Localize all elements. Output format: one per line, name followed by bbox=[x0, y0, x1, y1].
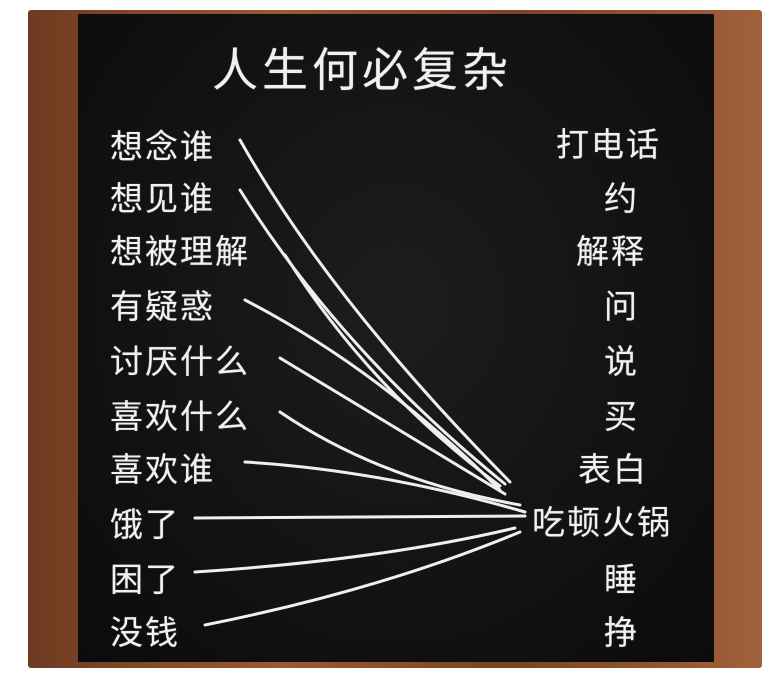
connector-line-5 bbox=[278, 356, 507, 496]
left-item-9: 困了 bbox=[110, 560, 180, 599]
connector-line-4 bbox=[243, 298, 502, 492]
right-item-9: 睡 bbox=[604, 560, 639, 599]
left-item-3: 想被理解 bbox=[110, 232, 250, 271]
left-item-4: 有疑惑 bbox=[110, 287, 215, 326]
connector-line-9 bbox=[193, 526, 517, 574]
right-item-5: 说 bbox=[604, 342, 639, 381]
left-item-7: 喜欢谁 bbox=[110, 450, 215, 489]
left-item-2: 想见谁 bbox=[110, 179, 215, 218]
connector-line-10 bbox=[203, 530, 522, 627]
left-item-10: 没钱 bbox=[110, 613, 180, 652]
connector-line-7 bbox=[243, 460, 527, 514]
connector-line-8 bbox=[193, 514, 527, 520]
left-item-8: 饿了 bbox=[110, 505, 180, 544]
page-title: 人生何必复杂 bbox=[212, 43, 512, 97]
right-item-8: 吃顿火锅 bbox=[532, 503, 672, 542]
right-item-7: 表白 bbox=[578, 450, 648, 489]
right-item-1: 打电话 bbox=[556, 125, 661, 164]
left-item-1: 想念谁 bbox=[110, 127, 215, 166]
connector-line-3 bbox=[283, 253, 502, 488]
right-item-10: 挣 bbox=[604, 613, 639, 652]
right-item-2: 约 bbox=[604, 179, 639, 218]
connector-line-1 bbox=[238, 138, 512, 484]
right-item-3: 解释 bbox=[576, 232, 646, 271]
connector-line-6 bbox=[278, 410, 522, 507]
right-item-4: 问 bbox=[604, 287, 639, 326]
right-item-6: 买 bbox=[604, 397, 639, 436]
left-item-6: 喜欢什么 bbox=[110, 397, 250, 436]
connector-line-2 bbox=[238, 188, 507, 486]
blackboard bbox=[78, 14, 714, 662]
left-item-5: 讨厌什么 bbox=[110, 342, 250, 381]
